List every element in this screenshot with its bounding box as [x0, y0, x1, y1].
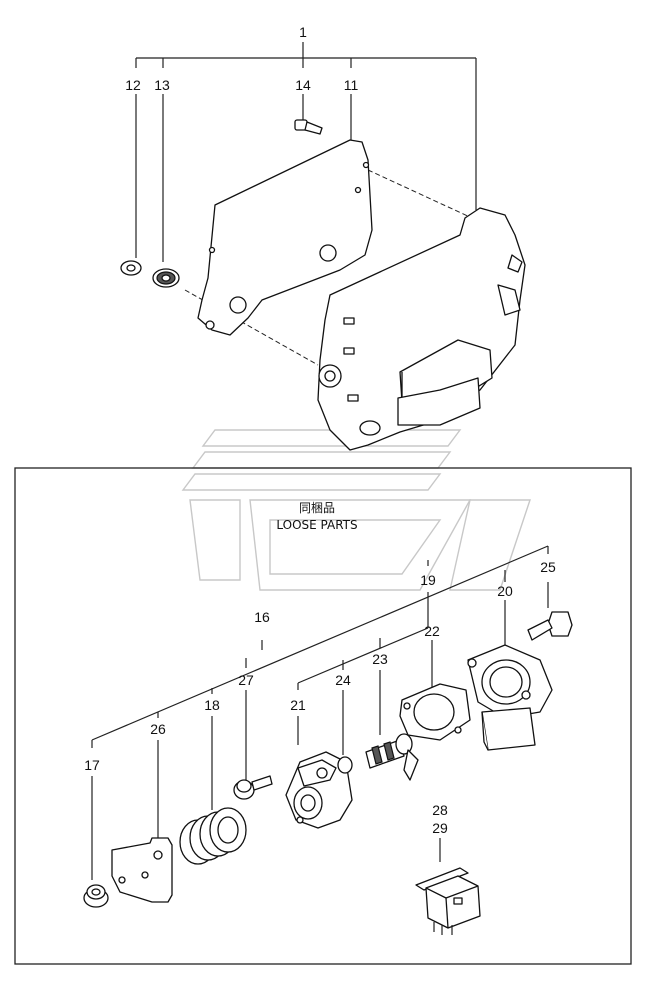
- label-part-25: 25: [540, 559, 556, 575]
- bolt-part-27: [233, 775, 273, 800]
- plate-part-26: [111, 837, 173, 903]
- nut-part-17: [83, 884, 109, 908]
- label-part-17: 17: [84, 757, 100, 773]
- label-part-14: 14: [295, 77, 311, 93]
- label-part-19: 19: [420, 572, 436, 588]
- label-part-26: 26: [150, 721, 166, 737]
- spring-part-18: [179, 807, 247, 865]
- leader-lines-bottom: [91, 545, 549, 880]
- label-part-23: 23: [372, 651, 388, 667]
- label-part-29: 29: [432, 820, 448, 836]
- label-part-22: 22: [424, 623, 440, 639]
- label-part-1: 1: [299, 24, 307, 40]
- grommet-part-13: [152, 268, 180, 288]
- label-part-13: 13: [154, 77, 170, 93]
- o-ring-part-24: [337, 756, 353, 774]
- gasket-part-22: [399, 683, 471, 741]
- sensor-part-20: [467, 644, 553, 751]
- watermark-logo: [181, 429, 531, 591]
- controller-unit: [317, 207, 526, 451]
- label-part-16: 16: [254, 609, 270, 625]
- bolt-part-25: [527, 611, 573, 641]
- valve-part-23: [365, 733, 419, 781]
- label-part-28: 28: [432, 802, 448, 818]
- label-part-18: 18: [204, 697, 220, 713]
- label-part-20: 20: [497, 583, 513, 599]
- loose-parts-caption-en: LOOSE PARTS: [276, 518, 357, 532]
- grommet-part-12: [120, 260, 142, 276]
- loose-parts-caption-jp: 同梱品: [299, 501, 335, 515]
- label-part-21: 21: [290, 697, 306, 713]
- loose-parts-frame: [14, 467, 632, 965]
- bracket-part-11: [197, 139, 373, 336]
- label-part-12: 12: [125, 77, 141, 93]
- label-part-27: 27: [238, 672, 254, 688]
- bolt-part-14: [294, 119, 323, 135]
- relay-part-28-29: [415, 867, 481, 935]
- label-part-24: 24: [335, 672, 351, 688]
- label-part-11: 11: [344, 77, 359, 93]
- housing-part-21: [285, 751, 353, 829]
